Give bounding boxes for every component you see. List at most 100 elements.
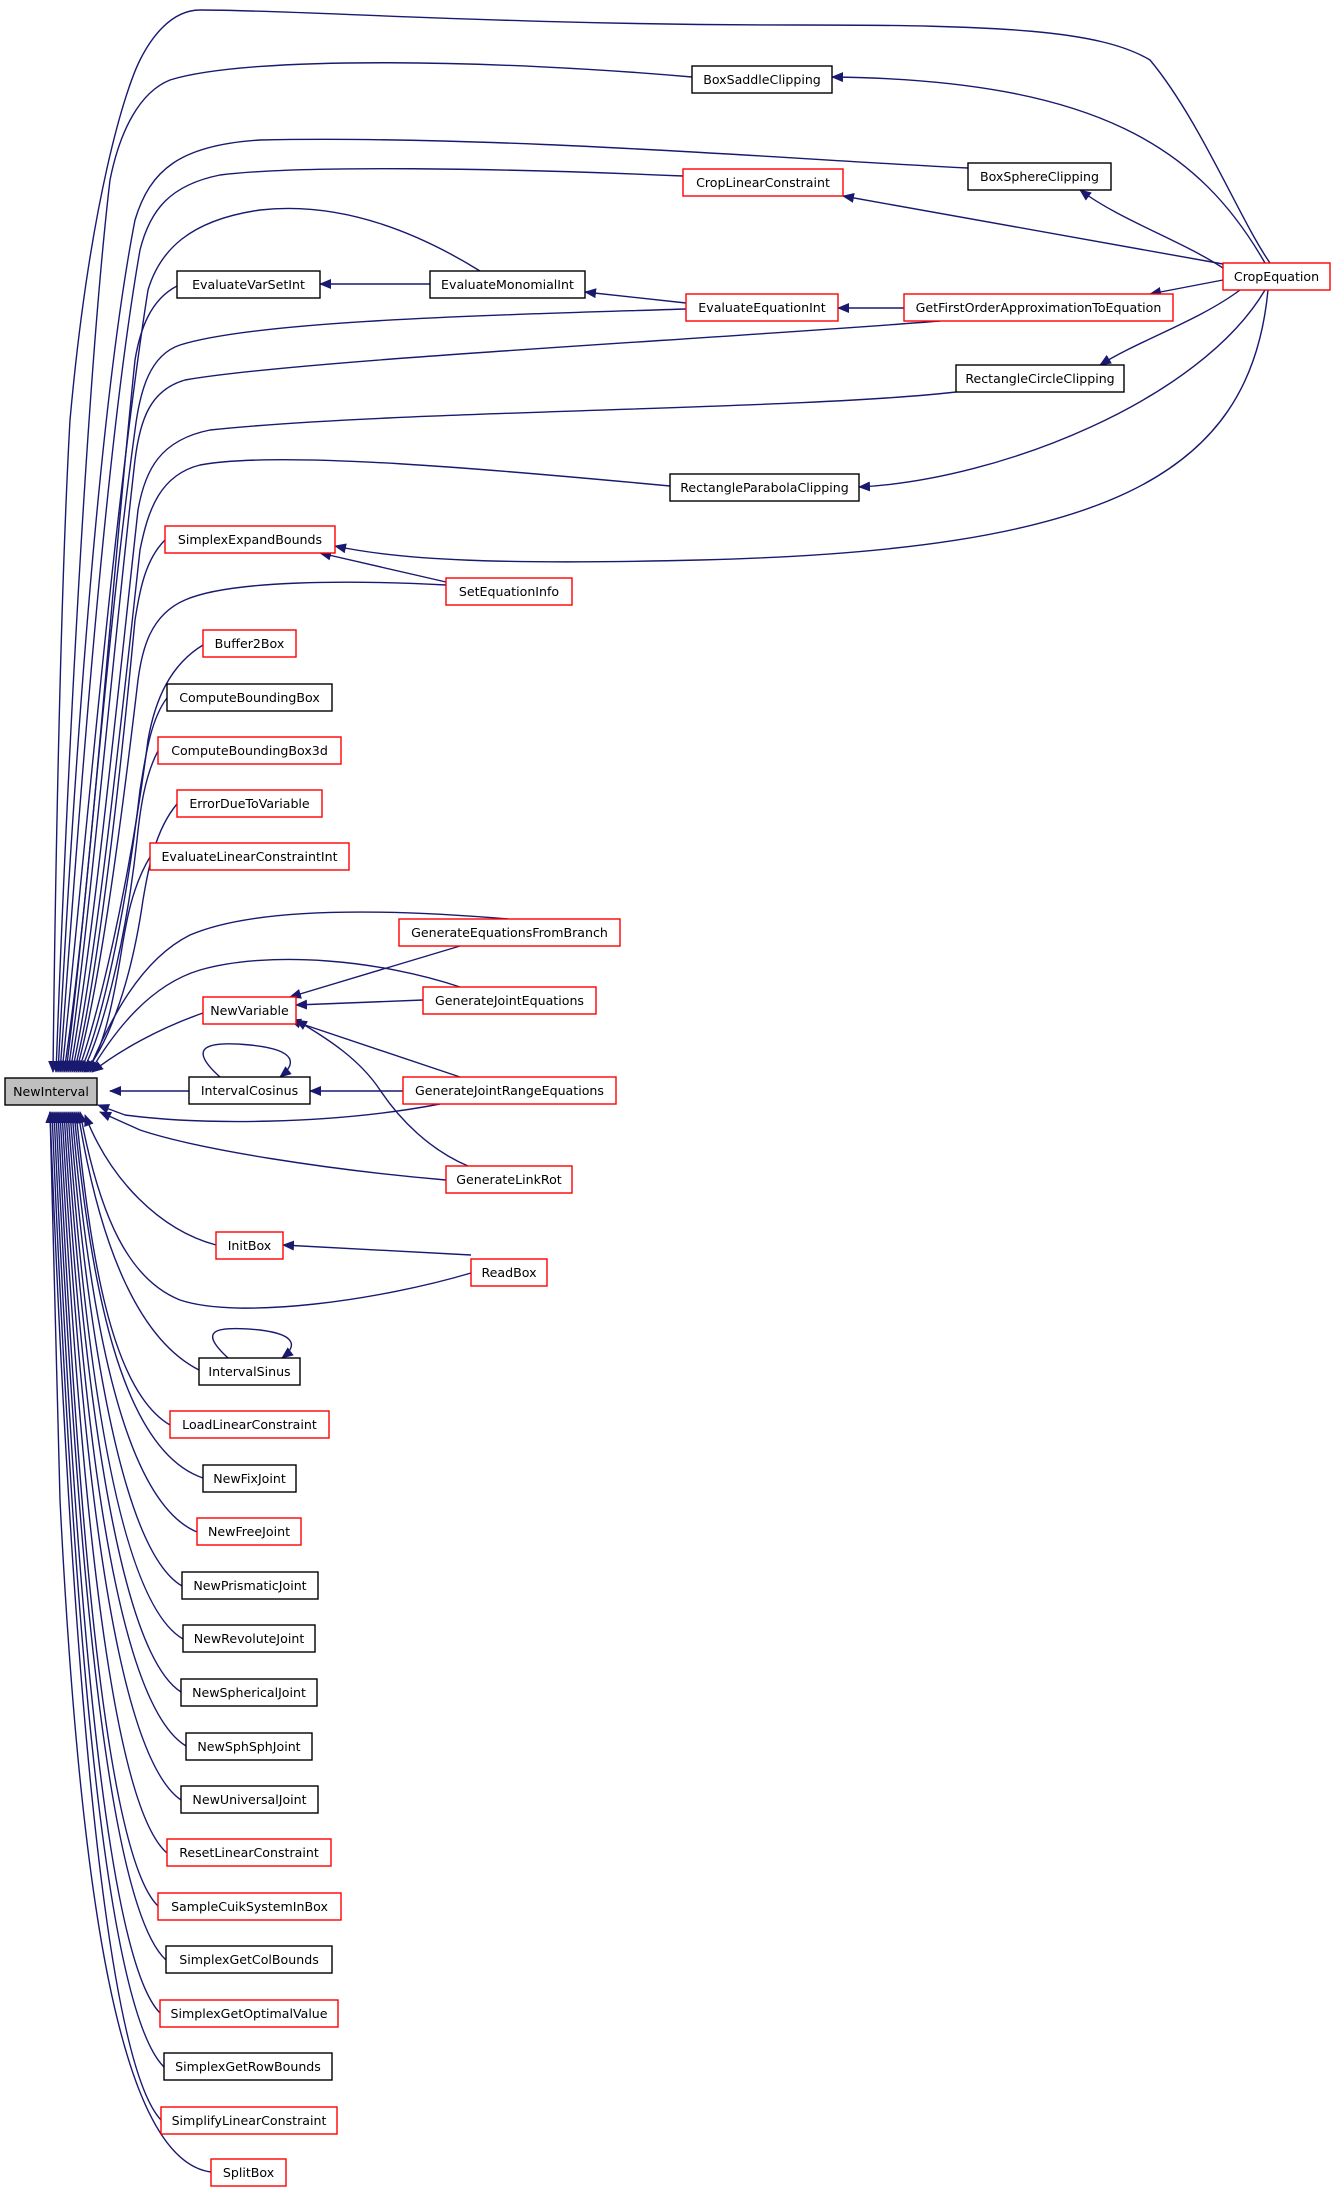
edge-BoxSaddleClipping-to-NewInterval xyxy=(51,62,693,1073)
node-LoadLinearConstraint[interactable]: LoadLinearConstraint xyxy=(169,1410,330,1439)
node-label: InitBox xyxy=(228,1238,272,1253)
node-GenerateJointRangeEquations[interactable]: GenerateJointRangeEquations xyxy=(402,1076,617,1105)
node-label: SetEquationInfo xyxy=(459,584,560,599)
node-IntervalCosinus[interactable]: IntervalCosinus xyxy=(188,1076,311,1105)
edge-IntervalSinus-to-NewInterval xyxy=(74,1111,200,1371)
node-SimplexGetColBounds[interactable]: SimplexGetColBounds xyxy=(165,1945,333,1974)
node-label: GetFirstOrderApproximationToEquation xyxy=(916,300,1162,315)
edge-ReadBox-to-InitBox xyxy=(282,1240,472,1256)
node-label: SimplexExpandBounds xyxy=(178,532,322,547)
node-box xyxy=(445,577,573,606)
edge-CropEquation-to-GetFirstOrderApproximationToEquation xyxy=(1149,279,1224,297)
node-ComputeBoundingBox[interactable]: ComputeBoundingBox xyxy=(166,683,333,712)
node-InitBox[interactable]: InitBox xyxy=(215,1231,284,1260)
node-label: GenerateLinkRot xyxy=(456,1172,561,1187)
node-GenerateJointEquations[interactable]: GenerateJointEquations xyxy=(422,986,597,1015)
edge-SampleCuikSystemInBox-to-NewInterval xyxy=(53,1111,159,1907)
node-label: NewFreeJoint xyxy=(208,1524,290,1539)
edge-ComputeBoundingBox3d-to-NewInterval xyxy=(81,750,159,1073)
node-NewRevoluteJoint[interactable]: NewRevoluteJoint xyxy=(182,1624,316,1653)
node-EvaluateMonomialInt[interactable]: EvaluateMonomialInt xyxy=(429,270,586,299)
node-box xyxy=(422,986,597,1015)
node-EvaluateLinearConstraintInt[interactable]: EvaluateLinearConstraintInt xyxy=(149,842,350,871)
node-ReadBox[interactable]: ReadBox xyxy=(470,1258,548,1287)
node-SetEquationInfo[interactable]: SetEquationInfo xyxy=(445,577,573,606)
node-box xyxy=(691,65,833,94)
node-label: RectangleCircleClipping xyxy=(965,371,1114,386)
node-label: ResetLinearConstraint xyxy=(179,1845,319,1860)
edge-NewPrismaticJoint-to-NewInterval xyxy=(65,1111,183,1587)
node-BoxSaddleClipping[interactable]: BoxSaddleClipping xyxy=(691,65,833,94)
node-label: NewInterval xyxy=(13,1084,89,1099)
edge-SimplexExpandBounds-to-NewInterval xyxy=(72,539,166,1073)
edge-CropEquation-to-RectangleParabolaClipping xyxy=(858,289,1266,492)
node-NewVariable[interactable]: NewVariable xyxy=(202,996,297,1025)
node-NewUniversalJoint[interactable]: NewUniversalJoint xyxy=(180,1785,319,1814)
node-ResetLinearConstraint[interactable]: ResetLinearConstraint xyxy=(166,1838,332,1867)
edge-NewSphericalJoint-to-NewInterval xyxy=(61,1111,182,1693)
node-NewFreeJoint[interactable]: NewFreeJoint xyxy=(196,1517,302,1546)
node-NewFixJoint[interactable]: NewFixJoint xyxy=(202,1464,297,1493)
edge-NewFreeJoint-to-NewInterval xyxy=(67,1111,198,1533)
node-NewSphSphJoint[interactable]: NewSphSphJoint xyxy=(185,1732,313,1761)
node-NewSphericalJoint[interactable]: NewSphericalJoint xyxy=(180,1678,318,1707)
node-RectangleCircleClipping[interactable]: RectangleCircleClipping xyxy=(955,364,1125,393)
edge-CropLinearConstraint-to-NewInterval xyxy=(55,167,684,1073)
edge-ComputeBoundingBox-to-NewInterval xyxy=(79,697,168,1073)
node-EvaluateEquationInt[interactable]: EvaluateEquationInt xyxy=(685,293,839,322)
node-label: BoxSaddleClipping xyxy=(703,72,821,87)
node-CropLinearConstraint[interactable]: CropLinearConstraint xyxy=(682,168,844,197)
node-RectangleParabolaClipping[interactable]: RectangleParabolaClipping xyxy=(669,473,860,502)
node-box xyxy=(185,1732,313,1761)
node-label: EvaluateMonomialInt xyxy=(441,277,574,292)
node-NewInterval: NewInterval xyxy=(4,1077,98,1106)
node-box xyxy=(176,789,323,818)
edge-LoadLinearConstraint-to-NewInterval xyxy=(72,1111,171,1426)
node-box xyxy=(164,525,336,554)
node-box xyxy=(470,1258,548,1287)
node-label: NewFixJoint xyxy=(213,1471,286,1486)
node-IntervalSinus[interactable]: IntervalSinus xyxy=(198,1357,301,1386)
edge-CropEquation-to-BoxSphereClipping xyxy=(1079,189,1224,269)
node-SimplifyLinearConstraint[interactable]: SimplifyLinearConstraint xyxy=(160,2106,338,2135)
node-box xyxy=(166,683,333,712)
edge-CropEquation-to-RectangleCircleClipping xyxy=(1099,289,1241,366)
node-box xyxy=(157,736,342,765)
node-NewPrismaticJoint[interactable]: NewPrismaticJoint xyxy=(181,1571,319,1600)
edge-EvaluateMonomialInt-to-NewInterval xyxy=(58,207,481,1073)
node-GenerateEquationsFromBranch[interactable]: GenerateEquationsFromBranch xyxy=(398,918,621,947)
node-CropEquation[interactable]: CropEquation xyxy=(1222,262,1331,291)
node-box xyxy=(215,1231,284,1260)
node-EvaluateVarSetInt[interactable]: EvaluateVarSetInt xyxy=(176,270,321,299)
node-Buffer2Box[interactable]: Buffer2Box xyxy=(202,629,297,658)
node-box xyxy=(180,1678,318,1707)
node-SimplexGetOptimalValue[interactable]: SimplexGetOptimalValue xyxy=(159,1999,339,2028)
edge-GenerateEquationsFromBranch-to-NewInterval xyxy=(87,911,509,1073)
node-SimplexGetRowBounds[interactable]: SimplexGetRowBounds xyxy=(163,2052,333,2081)
node-SimplexExpandBounds[interactable]: SimplexExpandBounds xyxy=(164,525,336,554)
edge-GenerateJointRangeEquations-to-NewInterval xyxy=(97,1103,441,1123)
node-label: NewUniversalJoint xyxy=(192,1792,306,1807)
edge-CropEquation-to-CropLinearConstraint xyxy=(842,193,1224,265)
node-label: NewRevoluteJoint xyxy=(194,1631,305,1646)
node-GetFirstOrderApproximationToEquation[interactable]: GetFirstOrderApproximationToEquation xyxy=(903,293,1174,322)
edge-SimplexGetColBounds-to-NewInterval xyxy=(51,1111,167,1961)
node-SplitBox[interactable]: SplitBox xyxy=(210,2158,287,2187)
node-box xyxy=(429,270,586,299)
node-box xyxy=(685,293,839,322)
edge-GetFirstOrderApproximationToEquation-to-NewInterval xyxy=(64,320,941,1073)
node-box xyxy=(163,2052,333,2081)
node-ErrorDueToVariable[interactable]: ErrorDueToVariable xyxy=(176,789,323,818)
node-label: SimplexGetColBounds xyxy=(179,1952,319,1967)
edge-RectangleCircleClipping-to-NewInterval xyxy=(67,391,957,1073)
node-ComputeBoundingBox3d[interactable]: ComputeBoundingBox3d xyxy=(157,736,342,765)
node-SampleCuikSystemInBox[interactable]: SampleCuikSystemInBox xyxy=(157,1892,342,1921)
edge-BoxSphereClipping-to-NewInterval xyxy=(53,138,969,1073)
node-label: LoadLinearConstraint xyxy=(182,1417,317,1432)
node-GenerateLinkRot[interactable]: GenerateLinkRot xyxy=(445,1165,573,1194)
node-box xyxy=(202,629,297,658)
node-label: GenerateEquationsFromBranch xyxy=(411,925,608,940)
edge-SimplexGetRowBounds-to-NewInterval xyxy=(47,1111,165,2068)
node-BoxSphereClipping[interactable]: BoxSphereClipping xyxy=(967,162,1112,191)
